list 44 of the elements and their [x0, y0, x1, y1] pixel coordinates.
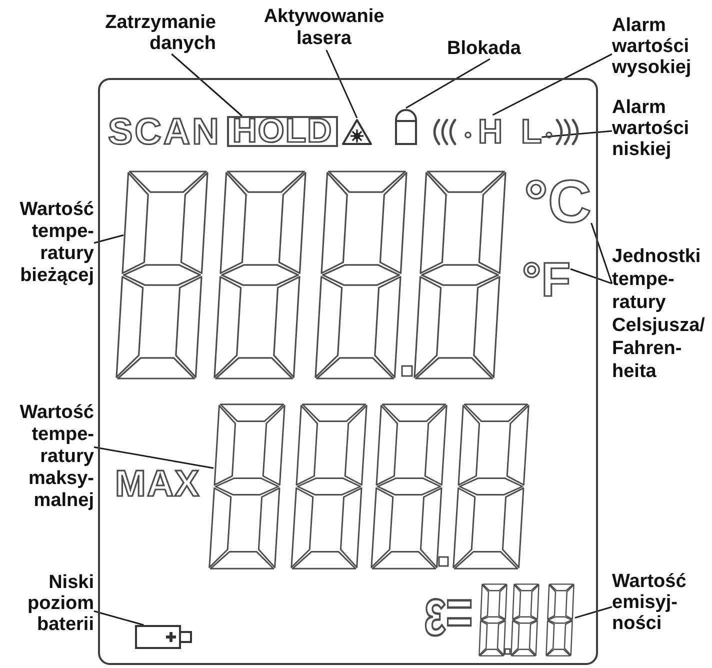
seven-segment-digit — [213, 170, 307, 380]
leader-line — [171, 53, 242, 117]
callout-label: Wartość tempe- ratury bieżącej — [20, 199, 94, 287]
seven-segment-digit — [545, 583, 575, 657]
lcd-panel — [98, 78, 598, 665]
callout-label: Wartość emisyj- ności — [612, 571, 686, 634]
callout-label: Niski poziom baterii — [28, 572, 94, 635]
leader-line — [492, 53, 612, 116]
max-indicator: MAX — [115, 465, 200, 502]
seven-segment-digit — [115, 170, 209, 380]
leader-line — [94, 234, 124, 244]
seven-segment-digit — [510, 583, 540, 657]
callout-label: Blokada — [447, 38, 521, 59]
scan-indicator: SCAN — [108, 113, 221, 150]
callout-label: Aktywowanie lasera — [264, 6, 384, 50]
unit-indicator: °F — [522, 257, 571, 305]
callout-label: Wartość tempe- ratury maksy- malnej — [20, 402, 94, 512]
leader-line — [94, 610, 144, 626]
emissivity-symbol: ε= — [424, 578, 473, 645]
hold-indicator: HOLD — [227, 116, 338, 147]
leader-line — [542, 130, 612, 138]
callout-label: Alarm wartości niskiej — [612, 97, 690, 160]
lock-icon — [393, 108, 419, 146]
seven-segment-digit — [413, 170, 507, 380]
callout-label: Zatrzymanie danych — [105, 12, 216, 54]
seven-segment-digit — [370, 403, 448, 570]
battery-icon — [135, 625, 193, 649]
leader-line — [94, 446, 214, 469]
seven-segment-digit — [478, 583, 508, 657]
leader-line — [574, 606, 612, 619]
leader-line — [590, 222, 613, 284]
warning-triangle-icon — [341, 118, 373, 146]
leader-line — [406, 58, 490, 109]
leader-line — [570, 268, 612, 284]
low-alarm-indicator: L — [521, 115, 542, 149]
seven-segment-digit — [314, 170, 408, 380]
seven-segment-digit — [290, 403, 368, 570]
seven-segment-digit — [208, 403, 286, 570]
unit-indicator: °C — [524, 172, 592, 232]
high-alarm-indicator: H — [478, 115, 503, 149]
callout-label: Alarm wartości wysokiej — [612, 15, 692, 78]
seven-segment-digit — [452, 403, 530, 570]
callout-label: Jednostki tempe- ratury Celsjusza/ Fahren- heita — [612, 245, 705, 383]
leader-line — [326, 50, 358, 118]
